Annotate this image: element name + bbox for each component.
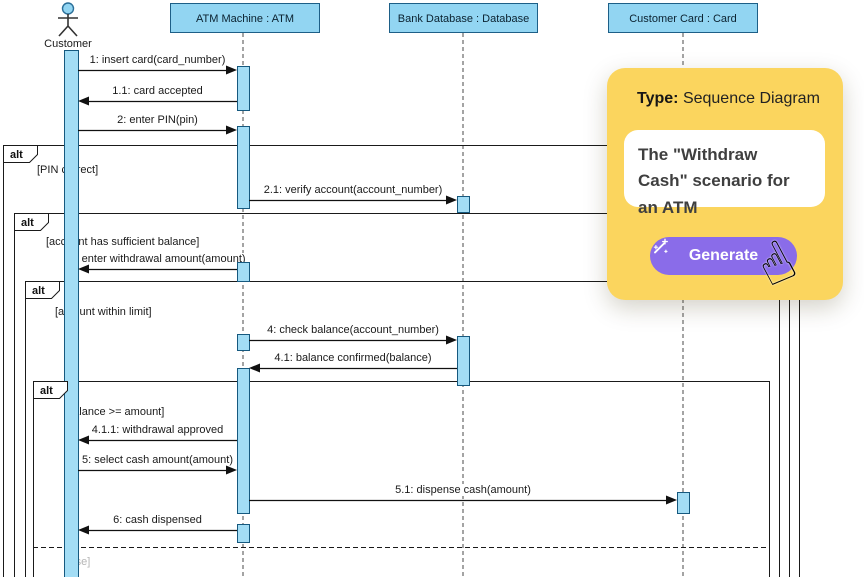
message-arrowhead <box>249 363 260 373</box>
activation-bar[interactable] <box>457 196 470 213</box>
activation-bar[interactable] <box>237 334 250 351</box>
alt-fragment-frame[interactable] <box>33 381 770 577</box>
alt-fragment-frame[interactable] <box>25 281 780 577</box>
guard-label[interactable]: [account has sufficient balance] <box>46 236 200 248</box>
type-label: Type: <box>637 90 679 107</box>
activation-bar[interactable] <box>237 126 250 209</box>
guard-label[interactable]: [balance >= amount] <box>64 406 165 418</box>
alt-fragment-frame[interactable] <box>3 145 800 577</box>
activation-bar[interactable] <box>237 262 250 282</box>
message-label[interactable]: 5.1: dispense cash(amount) <box>392 484 534 496</box>
message-label[interactable]: 4.1: balance confirmed(balance) <box>271 352 435 364</box>
ai-suggestion-card: Type: Sequence Diagram The "Withdraw Cas… <box>607 68 843 300</box>
activation-bar[interactable] <box>677 492 690 514</box>
message-arrowhead <box>78 264 89 274</box>
activation-bar[interactable] <box>64 50 79 577</box>
scenario-description: The "Withdraw Cash" scenario for an ATM <box>624 130 825 217</box>
message-arrowhead <box>78 525 89 535</box>
activation-bar[interactable] <box>457 336 470 386</box>
message-arrowhead <box>78 96 89 106</box>
actor-label: Customer <box>44 38 92 50</box>
message-label[interactable]: 4: check balance(account_number) <box>264 324 442 336</box>
message-label[interactable]: 2: enter PIN(pin) <box>114 114 201 126</box>
message-arrowhead <box>446 335 457 345</box>
activation-bar[interactable] <box>237 66 250 111</box>
activation-bar[interactable] <box>237 524 250 543</box>
alt-fragment-frame[interactable] <box>14 213 790 577</box>
alt-operator-label: alt <box>21 217 34 229</box>
generate-button[interactable]: Generate <box>650 237 797 275</box>
message-label[interactable]: 3: enter withdrawal amount(amount) <box>66 253 249 265</box>
alt-operator-label: alt <box>32 285 45 297</box>
generate-label: Generate <box>688 247 759 264</box>
alt-operator-tag <box>14 213 49 231</box>
message-arrowhead <box>226 65 237 75</box>
message-arrowhead <box>226 125 237 135</box>
activation-bar[interactable] <box>237 368 250 514</box>
message-arrowhead <box>666 495 677 505</box>
alt-operator-tag <box>25 281 60 299</box>
message-arrowhead <box>226 465 237 475</box>
message-label[interactable]: 5: select cash amount(amount) <box>78 454 237 466</box>
magic-wand-icon <box>653 238 668 254</box>
message-label[interactable]: 6: cash dispensed <box>110 514 205 526</box>
guard-label[interactable]: [amount within limit] <box>55 306 152 318</box>
message-label[interactable]: 2.1: verify account(account_number) <box>260 184 446 196</box>
actor-head-icon[interactable] <box>61 2 75 15</box>
pointer-hand-icon: ☝ <box>745 227 806 300</box>
actor-body-icon[interactable] <box>58 14 78 37</box>
type-value: Sequence Diagram <box>682 90 820 107</box>
message-label[interactable]: 1: insert card(card_number) <box>86 54 229 66</box>
alt-operator-label: alt <box>10 149 23 161</box>
alt-operator-tag <box>33 381 68 399</box>
message-arrowhead <box>446 195 457 205</box>
card-type-line: Type: Sequence Diagram <box>637 90 820 108</box>
message-arrowhead <box>78 435 89 445</box>
alt-operator-label: alt <box>40 385 53 397</box>
message-label[interactable]: 1.1: card accepted <box>109 85 206 97</box>
alt-operator-tag <box>3 145 38 163</box>
message-label[interactable]: 4.1.1: withdrawal approved <box>88 424 227 436</box>
